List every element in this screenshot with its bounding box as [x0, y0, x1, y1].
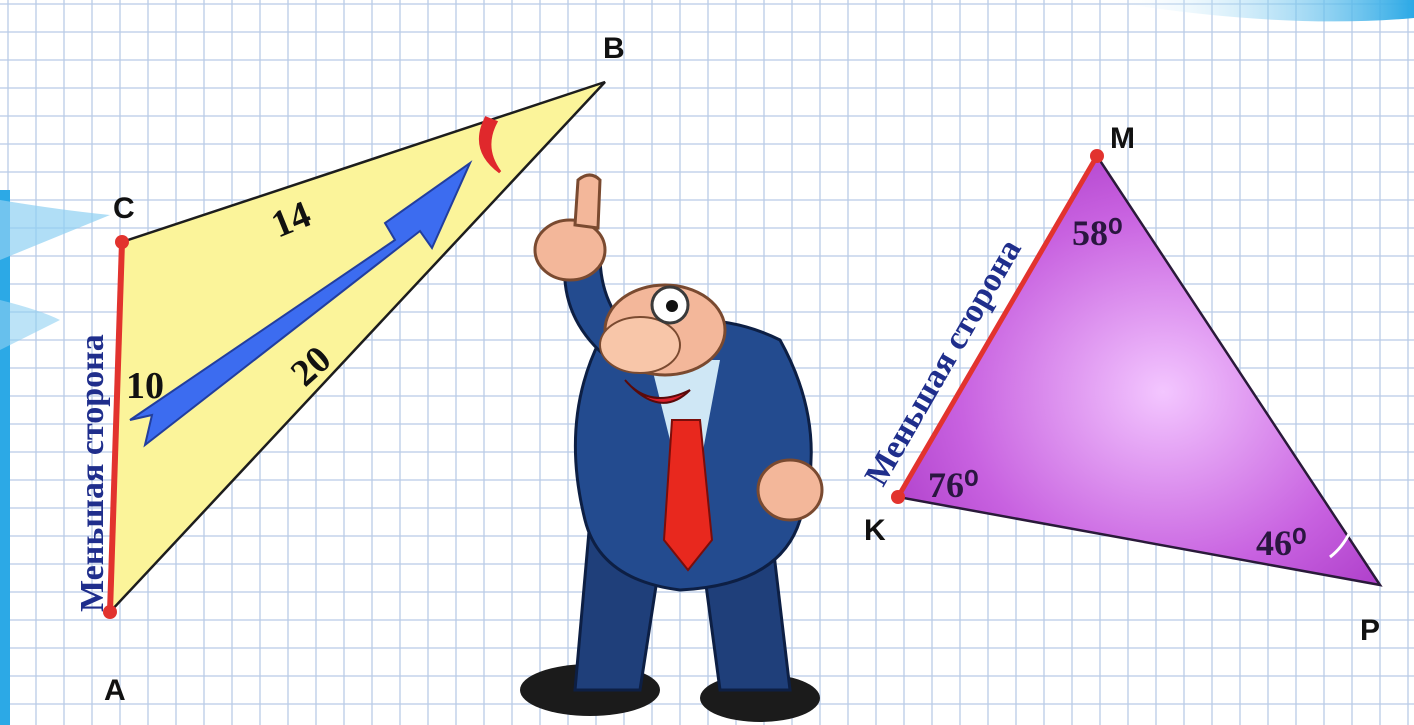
vertex-a-dot — [103, 605, 117, 619]
vertex-m-label: M — [1110, 122, 1135, 155]
left-frame-bar — [0, 190, 10, 725]
side-ac-length: 10 — [126, 365, 164, 407]
professor-pointing-up-icon — [520, 173, 824, 722]
smaller-side-label-abc: Меньшая сторона — [74, 334, 111, 612]
vertex-c-dot — [115, 235, 129, 249]
vertex-k-dot — [891, 490, 905, 504]
vertex-a-label: A — [104, 674, 126, 707]
blue-arrow-icon — [129, 160, 473, 448]
vertex-m-dot — [1090, 149, 1104, 163]
vertex-k-label: K — [864, 514, 886, 547]
angle-k-value: 76⁰ — [928, 465, 978, 505]
triangle-kmp: M K P 58⁰ 76⁰ 46⁰ Меньшая сторона — [858, 122, 1383, 647]
vertex-b-label: B — [603, 32, 625, 65]
angle-p-value: 46⁰ — [1256, 523, 1306, 563]
triangle-abc-fill — [108, 80, 606, 616]
angle-p-arc-icon — [1329, 531, 1352, 559]
vertex-p-label: P — [1360, 614, 1380, 647]
vertex-c-label: C — [113, 192, 135, 225]
angle-arc-icon — [478, 116, 502, 174]
smaller-side-km — [895, 154, 1100, 499]
angle-m-value: 58⁰ — [1072, 213, 1122, 253]
smaller-side-ac — [107, 241, 125, 613]
triangle-abc: C B A 14 20 10 Меньшая сторона — [74, 32, 625, 707]
